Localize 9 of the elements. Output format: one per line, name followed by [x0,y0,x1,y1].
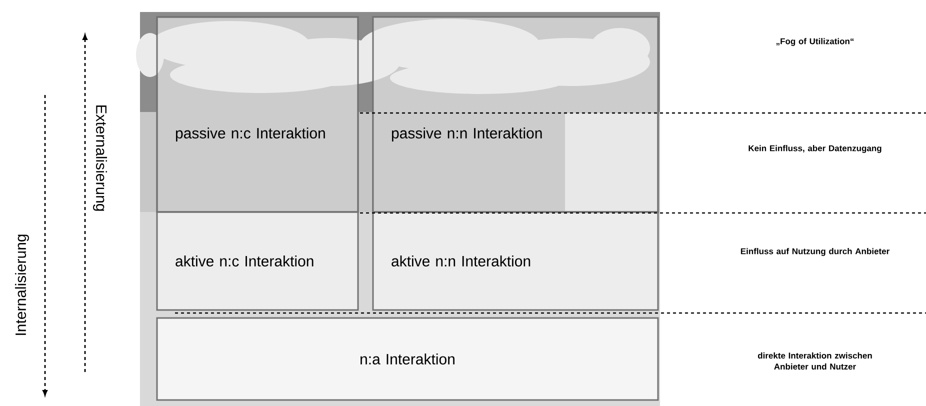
interaction-box: n:a Interaktion [156,317,659,401]
interaction-box: aktive n:n Interaktion [372,211,659,311]
axis-label: Internalisierung [15,234,29,335]
level-label: Einfluss auf Nutzung durch Anbieter [740,248,890,256]
level-label: „Fog of Utilization“ [776,38,854,46]
level-label: Kein Einfluss, aber Datenzugang [748,145,882,153]
interaction-box: aktive n:c Interaktion [156,211,359,311]
level-label: direkte Interaktion zwischen Anbieter und Nutzer [758,352,872,370]
axis-label: Externalisierung [93,105,107,211]
